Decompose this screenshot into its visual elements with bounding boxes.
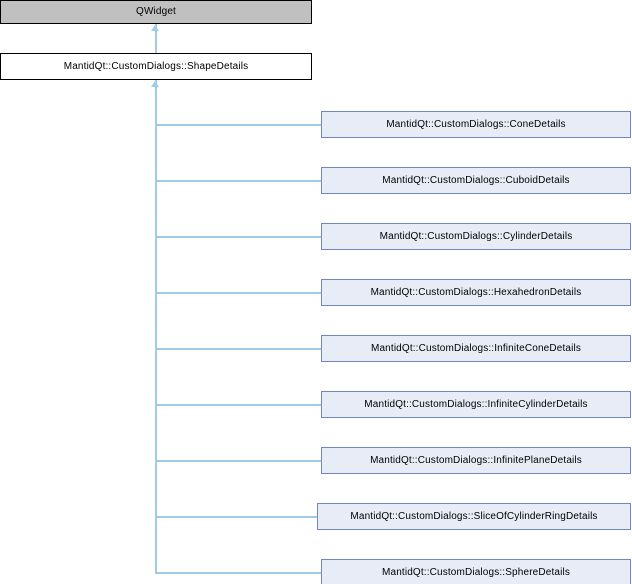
inheritance-edge-5 [155,404,321,406]
inheritance-edge-root-to-base [155,24,157,53]
inheritance-edge-2 [155,236,321,238]
class-node-infiniteconedetails[interactable]: MantidQt::CustomDialogs::InfiniteConeDet… [321,335,631,362]
class-node-label: MantidQt::CustomDialogs::InfinitePlaneDe… [370,454,582,466]
class-node-cylinderdetails[interactable]: MantidQt::CustomDialogs::CylinderDetails [321,223,631,250]
class-node-conedetails[interactable]: MantidQt::CustomDialogs::ConeDetails [321,111,631,138]
inheritance-edge-4 [155,348,321,350]
inheritance-edge-6 [155,460,321,462]
class-node-label: MantidQt::CustomDialogs::SliceOfCylinder… [350,510,598,522]
inheritance-edge-7 [155,516,317,518]
inheritance-edge-3 [155,292,321,294]
class-node-spheredetails[interactable]: MantidQt::CustomDialogs::SphereDetails [321,559,631,584]
inheritance-edge-8 [155,572,321,574]
class-node-sliceofcylinderringdetails[interactable]: MantidQt::CustomDialogs::SliceOfCylinder… [317,503,631,530]
class-node-infinitecylinderdetails[interactable]: MantidQt::CustomDialogs::InfiniteCylinde… [321,391,631,418]
class-node-label: MantidQt::CustomDialogs::SphereDetails [382,566,570,578]
class-node-label: MantidQt::CustomDialogs::CuboidDetails [382,174,570,186]
class-node-label: MantidQt::CustomDialogs::InfiniteCylinde… [364,398,588,410]
class-node-label: MantidQt::CustomDialogs::HexahedronDetai… [370,286,582,298]
class-node-infiniteplanedetails[interactable]: MantidQt::CustomDialogs::InfinitePlaneDe… [321,447,631,474]
class-node-qwidget[interactable]: QWidget [0,0,312,24]
class-node-label: MantidQt::CustomDialogs::CylinderDetails [379,230,573,242]
inheritance-edge-1 [155,180,321,182]
class-node-shapedetails[interactable]: MantidQt::CustomDialogs::ShapeDetails [0,53,312,80]
inheritance-edge-0 [155,124,321,126]
class-node-cuboiddetails[interactable]: MantidQt::CustomDialogs::CuboidDetails [321,167,631,194]
class-node-label: MantidQt::CustomDialogs::InfiniteConeDet… [370,342,582,354]
class-node-label: MantidQt::CustomDialogs::ConeDetails [386,118,566,130]
inheritance-trunk [155,80,157,572]
class-node-hexahedrondetails[interactable]: MantidQt::CustomDialogs::HexahedronDetai… [321,279,631,306]
